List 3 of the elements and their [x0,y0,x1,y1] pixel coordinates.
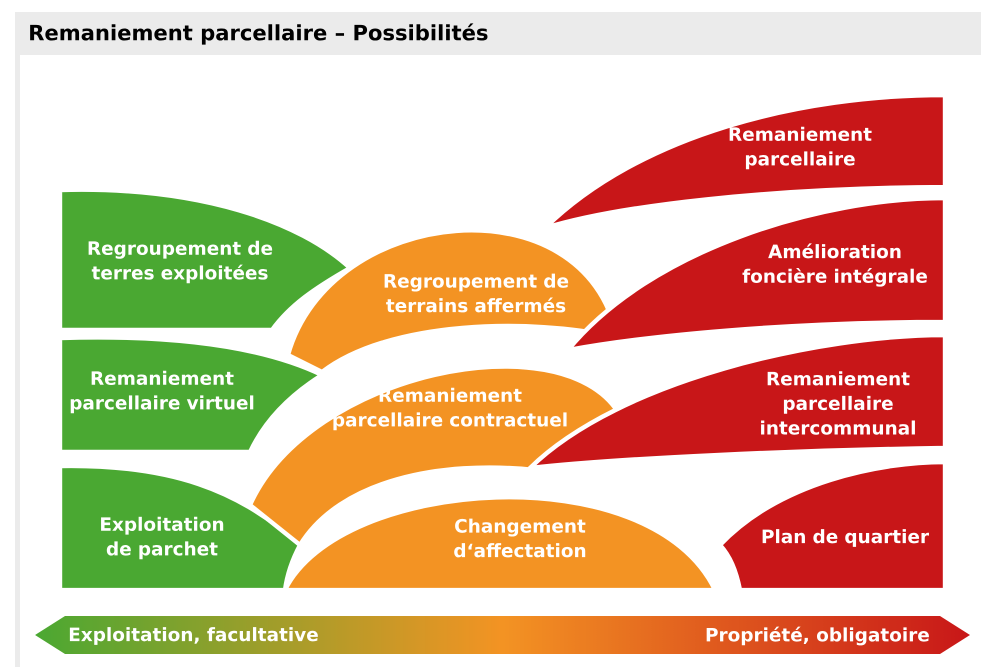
title: Remaniement parcellaire – Possibilités [30,23,488,45]
label: Exploitation, facultative [70,627,318,645]
label: Propriété, obligatoire [706,626,929,646]
